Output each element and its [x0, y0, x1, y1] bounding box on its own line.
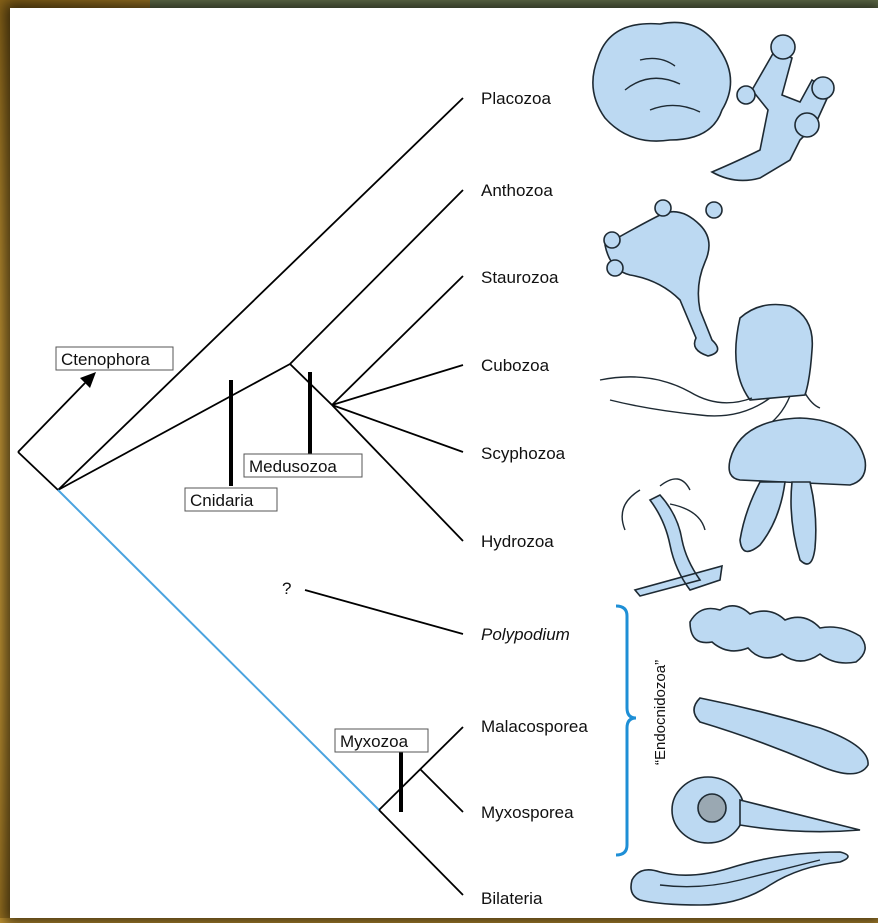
branch-polypodium [305, 590, 463, 634]
taxon-bilateria: Bilateria [481, 889, 543, 908]
branch-bilateria [379, 810, 463, 895]
cnidaria-label: Cnidaria [190, 491, 254, 510]
branch-anthozoa [290, 190, 463, 364]
branch-scyphozoa [332, 405, 463, 452]
taxon-hydrozoa: Hydrozoa [481, 532, 554, 551]
branch-placozoa [58, 98, 463, 490]
scyphozoa-illustration [729, 418, 865, 564]
endocnidozoa-label: “Endocnidozoa” [652, 660, 669, 765]
ctenophora-label: Ctenophora [61, 350, 150, 369]
endocnidozoa-bracket [616, 606, 636, 855]
taxon-cubozoa: Cubozoa [481, 356, 550, 375]
placozoa-illustration [593, 22, 731, 141]
hydrozoa-illustration [622, 479, 722, 596]
phylogeny-diagram: Ctenophora Cnidaria Medusozoa Myxozoa ? … [10, 8, 878, 918]
taxon-scyphozoa: Scyphozoa [481, 444, 566, 463]
taxon-myxosporea: Myxosporea [481, 803, 574, 822]
branch-root [18, 452, 58, 490]
taxon-staurozoa: Staurozoa [481, 268, 559, 287]
malacosporea-illustration [694, 698, 868, 774]
taxon-malacosporea: Malacosporea [481, 717, 588, 736]
illustrations [593, 22, 868, 905]
anthozoa-illustration [712, 35, 834, 180]
medusozoa-label: Medusozoa [249, 457, 337, 476]
myxosporea-illustration [672, 777, 860, 843]
figure-card: Ctenophora Cnidaria Medusozoa Myxozoa ? … [10, 8, 878, 918]
taxon-polypodium: Polypodium [481, 625, 570, 644]
branch-ctenophora [18, 383, 85, 452]
unknown-placement-marker: ? [282, 579, 291, 598]
bilateria-illustration [631, 852, 848, 905]
taxon-anthozoa: Anthozoa [481, 181, 553, 200]
staurozoa-illustration [604, 200, 722, 356]
taxon-placozoa: Placozoa [481, 89, 551, 108]
branch-bilateria-highlight [58, 490, 379, 810]
myxozoa-label: Myxozoa [340, 732, 409, 751]
branch-myxosporea [420, 769, 463, 812]
polypodium-illustration [690, 606, 865, 663]
cubozoa-illustration [600, 305, 820, 431]
